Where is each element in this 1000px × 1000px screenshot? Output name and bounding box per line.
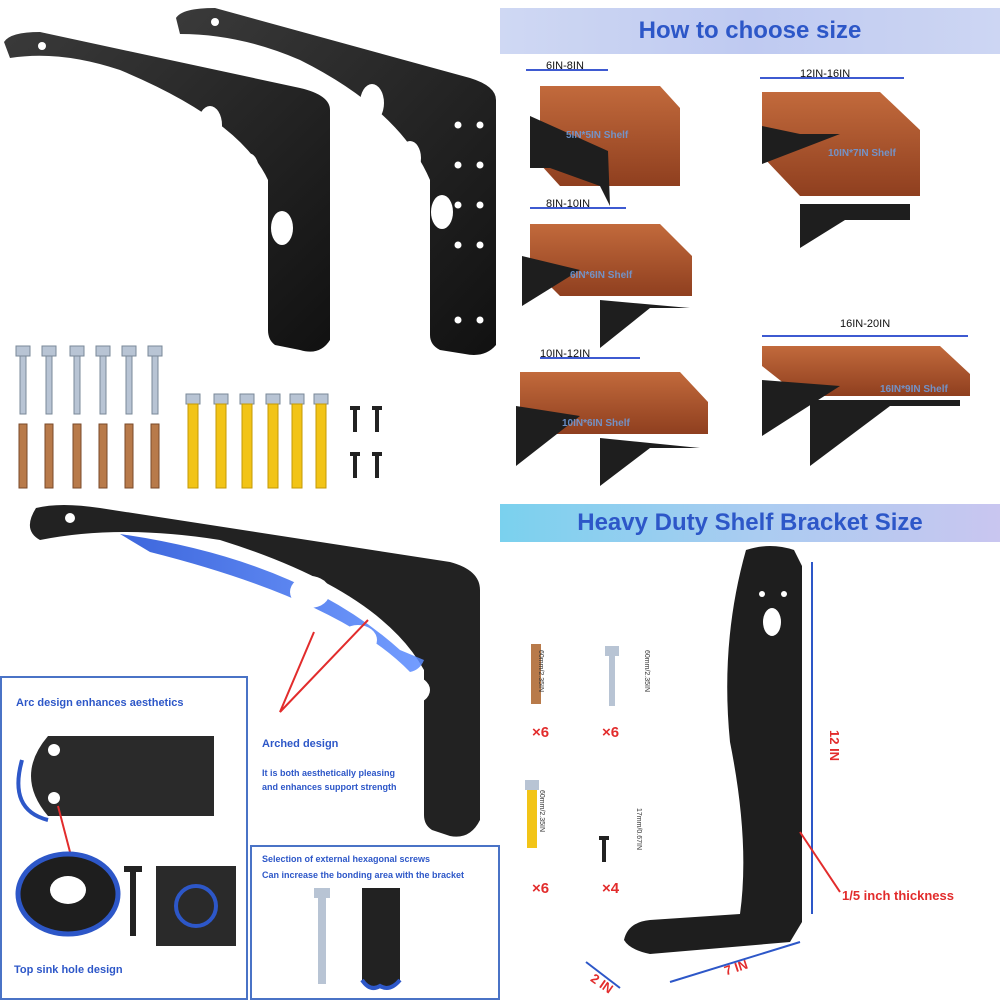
heavy-duty-title: Heavy Duty Shelf Bracket Size bbox=[577, 509, 923, 536]
arc-design-title: Arc design enhances aesthetics bbox=[16, 697, 184, 709]
shelf-range-3: 8IN-10IN bbox=[546, 198, 591, 210]
shelf-size-5: 16IN*9IN Shelf bbox=[880, 384, 948, 395]
shelf-option-3 bbox=[522, 207, 692, 348]
wall-anchors bbox=[185, 393, 329, 489]
shelf-size-1: 5IN*5IN Shelf bbox=[566, 130, 629, 141]
arched-note-line-1: It is both aesthetically pleasing bbox=[262, 768, 396, 778]
sink-hole-label: Top sink hole design bbox=[14, 964, 123, 976]
shelf-size-4: 10IN*6IN Shelf bbox=[562, 418, 630, 429]
shelf-range-4: 10IN-12IN bbox=[540, 348, 591, 360]
shelf-option-4 bbox=[516, 357, 708, 486]
arc-closeup-image bbox=[15, 736, 236, 946]
lag-screw-size: 60mm/2.35IN bbox=[643, 650, 650, 693]
anchor-qty: ×6 bbox=[532, 880, 550, 897]
shelf-option-2 bbox=[760, 77, 920, 248]
choose-size-banner: How to choose size bbox=[500, 8, 1000, 54]
height-dimension: 12 IN bbox=[827, 730, 842, 762]
bracket-back bbox=[4, 32, 330, 352]
heavy-duty-banner: Heavy Duty Shelf Bracket Size bbox=[500, 504, 1000, 542]
hex-note-line-1: Selection of external hexagonal screws bbox=[262, 854, 431, 864]
black-screws bbox=[350, 406, 382, 478]
arched-design-label: Arched design bbox=[262, 738, 339, 750]
shelf-range-2: 12IN-16IN bbox=[800, 68, 851, 80]
choose-size-title: How to choose size bbox=[638, 17, 862, 44]
arched-note-line-2: and enhances support strength bbox=[262, 782, 397, 792]
shelf-range-1: 6IN-8IN bbox=[546, 60, 584, 72]
thickness-dimension: 1/5 inch thickness bbox=[842, 888, 954, 903]
hex-screw-image bbox=[314, 888, 402, 990]
bolt-qty: ×6 bbox=[532, 724, 550, 741]
bracket-dimension-image bbox=[585, 546, 841, 989]
shelf-option-5 bbox=[762, 335, 970, 466]
black-screw-qty: ×4 bbox=[602, 880, 620, 897]
shelf-size-2: 10IN*7IN Shelf bbox=[828, 148, 896, 159]
bracket-pair-image bbox=[4, 8, 496, 355]
arched-bracket-image bbox=[29, 505, 480, 837]
hardware-measure-image bbox=[525, 644, 619, 862]
shelf-option-1 bbox=[526, 69, 680, 206]
black-screw-size: 17mm/0.67IN bbox=[635, 808, 642, 851]
shelf-size-3: 6IN*6IN Shelf bbox=[570, 270, 633, 281]
hardware-kit-image bbox=[15, 345, 382, 489]
shelf-range-5: 16IN-20IN bbox=[840, 318, 891, 330]
bracket-front bbox=[176, 8, 496, 355]
hex-note-line-2: Can increase the bonding area with the b… bbox=[262, 870, 465, 880]
lag-screws bbox=[15, 345, 163, 415]
bolt-size: 60mm/2.35IN bbox=[537, 650, 544, 693]
expansion-bolts bbox=[18, 423, 160, 489]
lag-screw-qty: ×6 bbox=[602, 724, 620, 741]
shelf-size-illustrations bbox=[516, 69, 970, 486]
anchor-size: 60mm/2.35IN bbox=[538, 790, 545, 833]
